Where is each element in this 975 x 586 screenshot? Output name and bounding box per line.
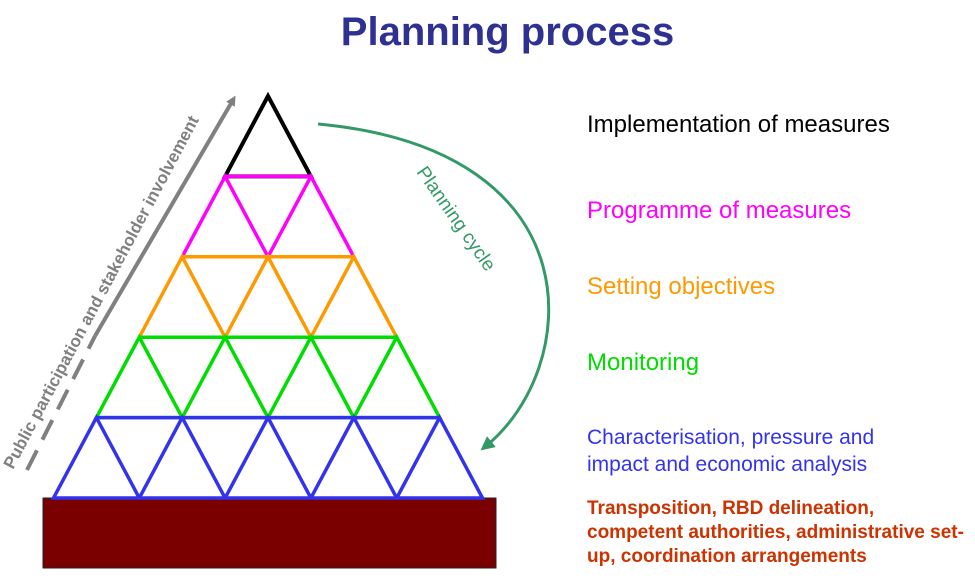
pyramid-row-1 [221, 91, 315, 179]
stage-label-objectives: Setting objectives [587, 273, 776, 300]
stage-label-programme: Programme of measures [587, 197, 852, 224]
pyramid-row-5-triangles [50, 413, 486, 500]
participation-arrow-solid [93, 95, 236, 338]
stage-label-monitoring: Monitoring [587, 349, 700, 376]
foundation-block [42, 497, 497, 569]
page-title: Planning process [340, 10, 675, 54]
stage-label-characterisation: Characterisation, pressure and impact an… [587, 426, 875, 476]
participation-arrow [25, 95, 236, 471]
planning-cycle-arrow [317, 122, 551, 451]
stage-label-implementation: Implementation of measures [587, 111, 890, 138]
pyramid-row-4-triangles [93, 333, 443, 420]
pyramid [50, 91, 486, 500]
foundation-label: Transposition, RBD delineation, competen… [587, 498, 964, 567]
pyramid-row-5 [50, 413, 486, 500]
pyramid-row-4 [93, 333, 443, 420]
pyramid-row-3 [136, 253, 400, 339]
pyramid-row-2-triangles [179, 172, 357, 259]
pyramid-row-1-triangles [221, 91, 315, 179]
pyramid-row-3-triangles [136, 253, 400, 339]
planning-cycle-label: Planning cycle [412, 163, 499, 275]
pyramid-row-2 [179, 172, 357, 259]
participation-arrow-dashed [25, 335, 97, 471]
